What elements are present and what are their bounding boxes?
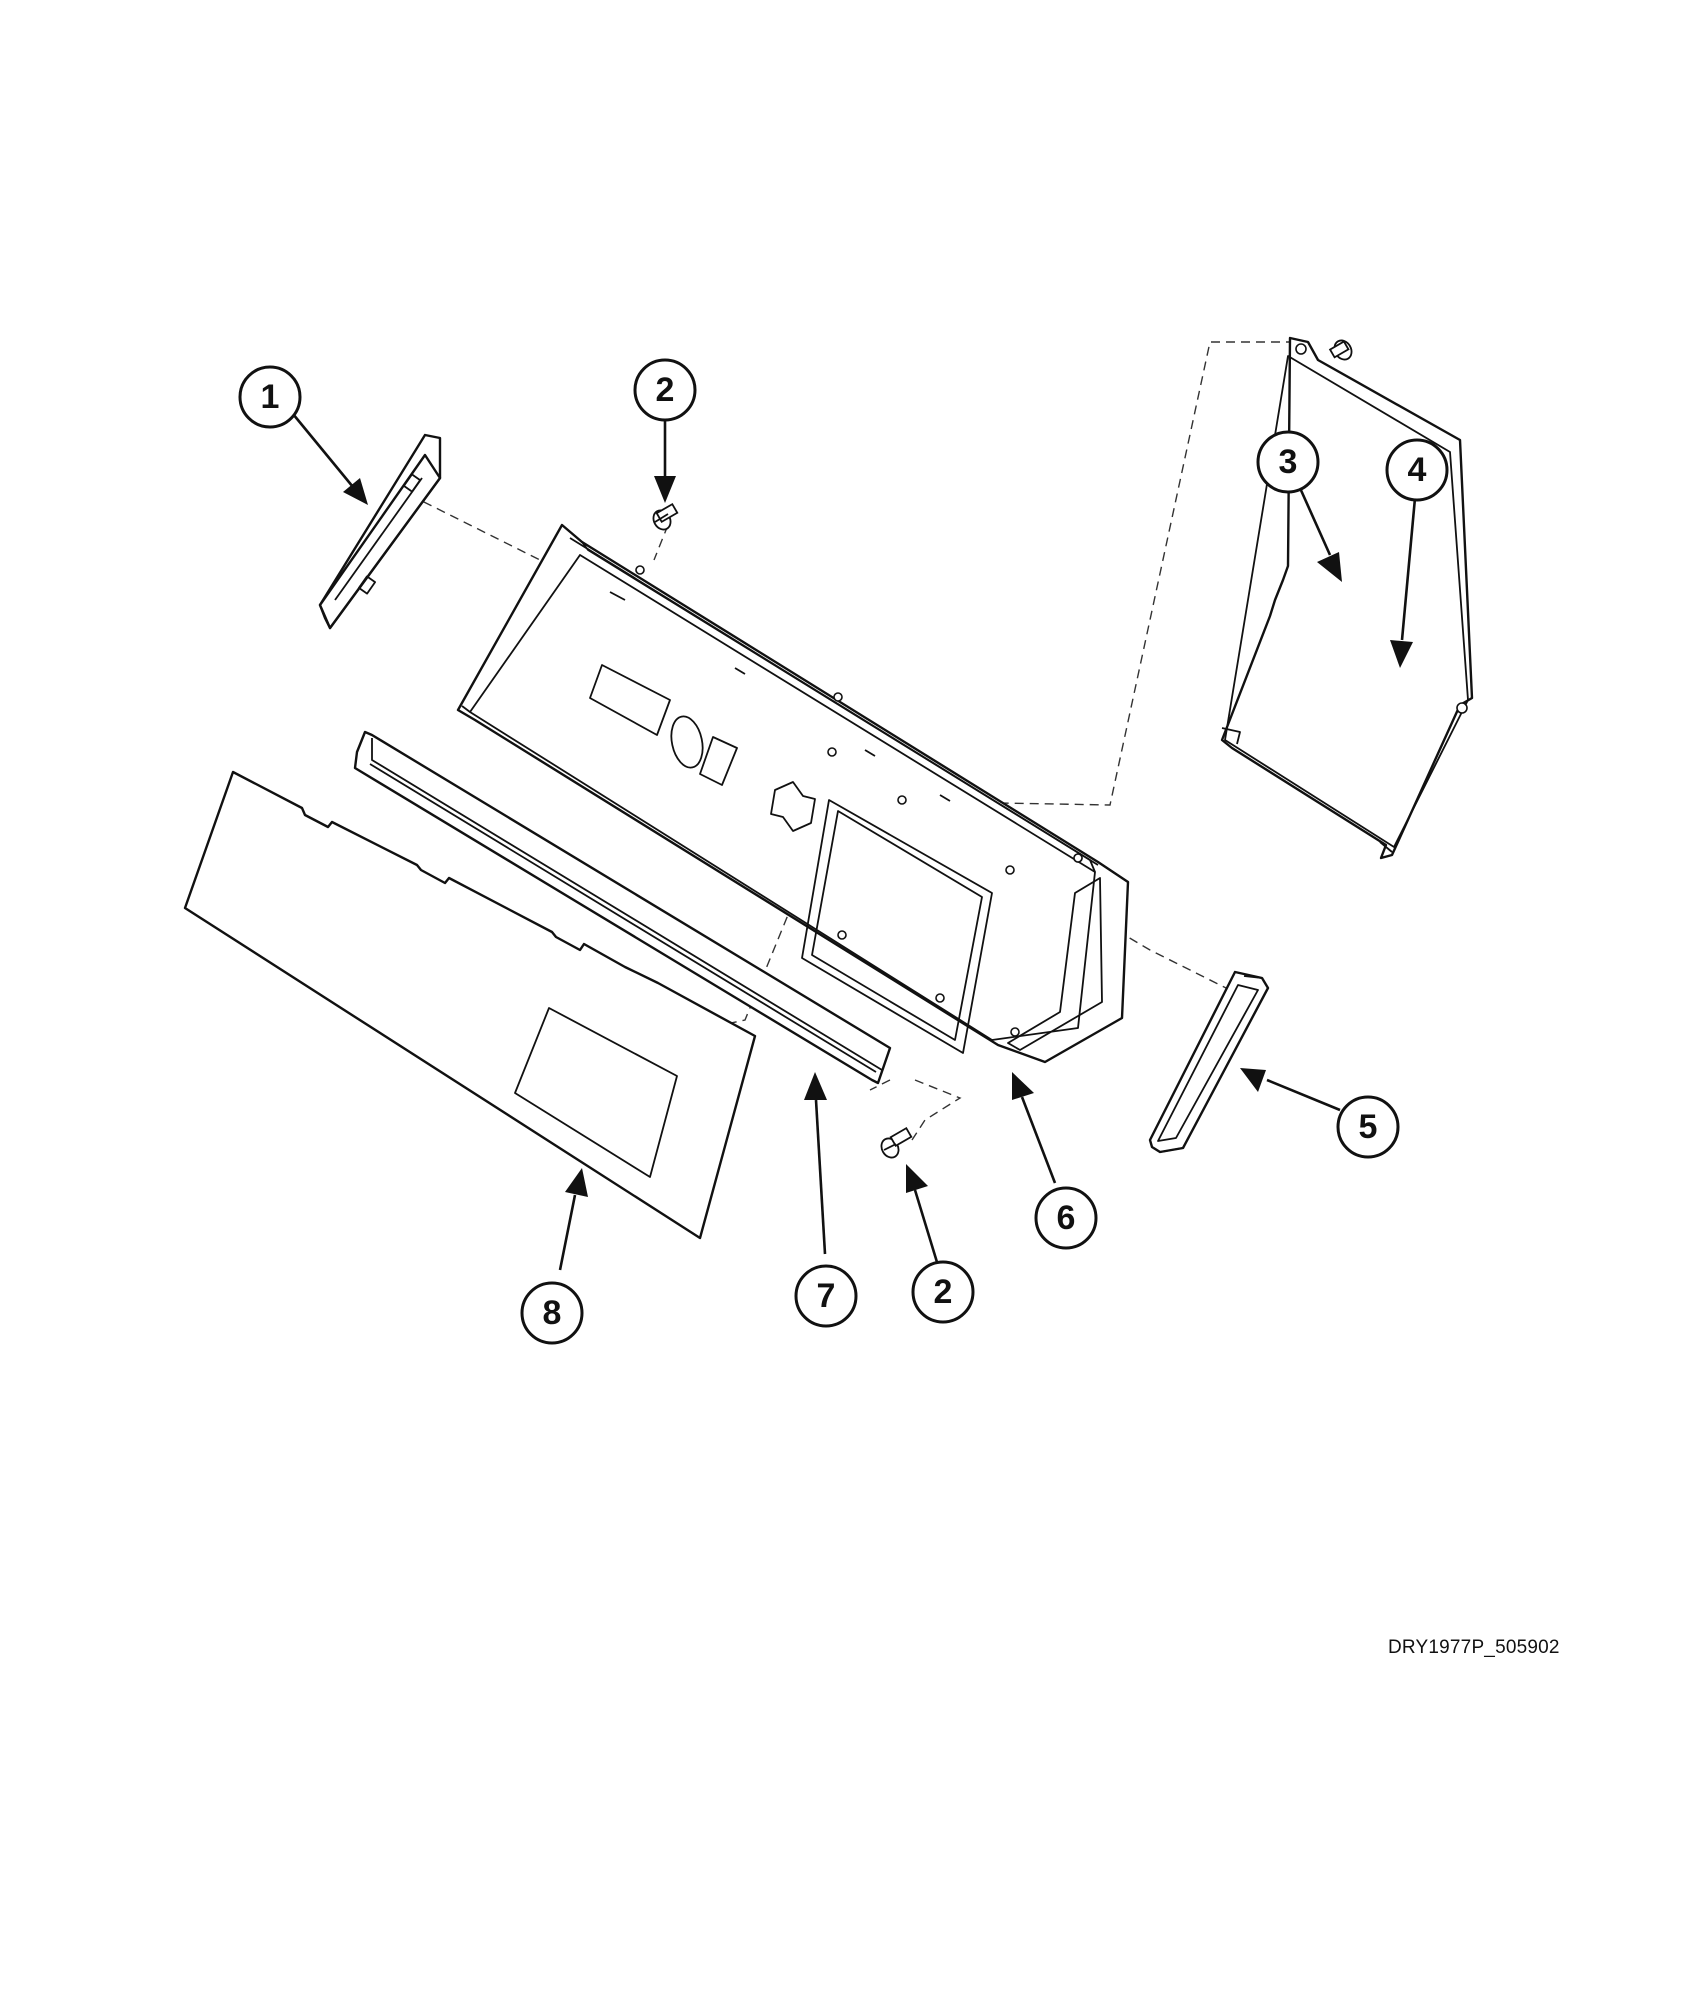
callout-5: 5	[1336, 1095, 1400, 1159]
callout-7-label: 7	[817, 1277, 836, 1315]
right-end-cap	[1148, 970, 1270, 1154]
callout-1-label: 1	[261, 378, 280, 416]
callout-6-label: 6	[1057, 1199, 1076, 1237]
callout-5-label: 5	[1359, 1108, 1378, 1146]
callout-2-top: 2	[633, 358, 697, 422]
callout-3-label: 3	[1279, 443, 1298, 481]
callout-2-bottom-label: 2	[934, 1273, 953, 1311]
drawing-id: DRY1977P_505902	[1388, 1637, 1560, 1658]
console-housing	[456, 523, 1130, 1064]
callout-1: 1	[238, 365, 302, 429]
screw-bottom	[880, 1126, 913, 1159]
callout-3: 3	[1256, 430, 1320, 494]
callout-2-top-label: 2	[656, 371, 675, 409]
callout-4: 4	[1385, 438, 1449, 502]
callout-7: 7	[794, 1264, 858, 1328]
trim-strip	[353, 730, 892, 1085]
leader-lines	[291, 413, 1417, 1273]
callout-6: 6	[1034, 1186, 1098, 1250]
screw-top	[652, 502, 679, 531]
mounting-bracket	[1220, 336, 1474, 860]
callout-2-bottom: 2	[911, 1260, 975, 1324]
callout-8: 8	[520, 1281, 584, 1345]
left-end-cap	[318, 433, 442, 630]
callout-4-label: 4	[1408, 451, 1427, 489]
callout-8-label: 8	[543, 1294, 562, 1332]
screw-right	[1328, 339, 1353, 361]
overlay-panel	[183, 770, 757, 1240]
